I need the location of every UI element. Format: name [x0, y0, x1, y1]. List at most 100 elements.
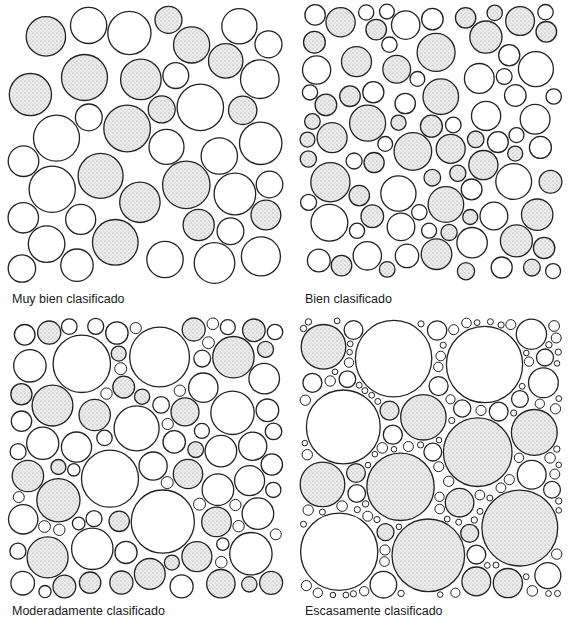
grain-circle: [302, 450, 312, 460]
grain-circle: [301, 581, 311, 591]
grain-circle: [220, 320, 235, 335]
grain-circle: [451, 588, 460, 597]
grain-circle: [423, 79, 459, 115]
grain-circle: [61, 432, 91, 462]
grain-circle: [332, 369, 338, 375]
grain-circle: [203, 337, 215, 349]
grain-circle: [434, 462, 444, 472]
grain-circle: [395, 244, 418, 267]
grain-circle: [78, 153, 123, 198]
grain-circle: [556, 396, 562, 402]
grain-circle: [554, 361, 560, 367]
grain-circle: [313, 588, 322, 597]
grain-circle: [434, 362, 443, 371]
grain-circle: [130, 323, 141, 334]
grain-circle: [360, 587, 369, 596]
grain-circle: [480, 202, 508, 230]
grain-circle: [115, 541, 137, 563]
grain-circle: [27, 427, 59, 459]
grain-circle: [418, 442, 424, 448]
grain-circle: [242, 498, 274, 530]
grain-circle: [173, 459, 202, 488]
grain-circle: [418, 321, 424, 327]
grain-circle: [446, 117, 462, 133]
grain-circle: [135, 389, 150, 404]
grain-circle: [383, 425, 402, 444]
grain-circle: [305, 319, 311, 325]
grain-circle: [377, 443, 388, 454]
grain-circle: [363, 511, 373, 521]
grain-circle: [556, 498, 562, 504]
grain-circle: [97, 430, 112, 445]
grain-circle: [421, 239, 452, 270]
grain-circle: [306, 390, 380, 464]
grain-circle: [174, 27, 210, 63]
grain-circle: [251, 200, 281, 230]
grain-circle: [461, 524, 479, 542]
grain-circle: [505, 85, 527, 107]
grain-circle: [307, 249, 330, 272]
grain-circle: [395, 93, 415, 113]
grain-circle: [367, 453, 434, 520]
grain-circle: [523, 574, 529, 580]
grain-circle: [457, 228, 487, 258]
grain-circle: [230, 533, 272, 575]
grain-circle: [491, 257, 512, 278]
grain-circle: [398, 590, 404, 596]
grain-circle: [441, 224, 457, 240]
grain-circle: [110, 571, 133, 594]
grain-circle: [177, 84, 223, 130]
grain-circle: [302, 85, 317, 100]
grain-circle: [489, 402, 508, 421]
grain-circle: [62, 55, 108, 101]
grain-circle: [377, 524, 394, 541]
grain-circle: [493, 562, 499, 568]
grain-circle: [536, 22, 557, 43]
grain-circle: [520, 104, 550, 134]
grain-circle: [120, 182, 160, 222]
grain-circle: [482, 490, 558, 566]
grain-circle: [325, 376, 335, 386]
grain-circle: [344, 321, 363, 340]
grain-circle: [53, 575, 76, 598]
grain-circle: [14, 325, 35, 346]
grain-circle: [315, 94, 337, 116]
grain-circle: [337, 501, 348, 512]
grain-circle: [436, 134, 465, 163]
grain-circle: [533, 237, 554, 258]
grain-circle: [349, 185, 369, 205]
grain-circle: [506, 320, 516, 330]
grain-circle: [472, 101, 501, 130]
grain-circle: [51, 460, 66, 475]
grain-circle: [194, 243, 235, 284]
grain-circle: [539, 170, 562, 193]
panel-label: Bien clasificado: [305, 292, 392, 306]
grain-circle: [396, 524, 402, 530]
grain-circle: [350, 591, 356, 597]
grain-circle: [496, 164, 532, 200]
grain-circle: [462, 567, 491, 596]
grain-circle: [301, 325, 346, 370]
grain-circle: [240, 60, 279, 99]
grain-circle: [148, 96, 175, 123]
grain-circle: [440, 342, 446, 348]
grain-circle: [249, 363, 280, 394]
grain-circle: [258, 341, 274, 357]
grain-circle: [11, 384, 32, 405]
grain-circle: [370, 571, 397, 598]
grain-circle: [202, 507, 232, 537]
grain-circle: [518, 52, 553, 87]
grain-circle: [9, 74, 51, 116]
grain-circle: [487, 495, 493, 501]
grain-circle: [537, 349, 554, 366]
grain-circle: [364, 153, 384, 173]
grain-circle: [463, 210, 478, 225]
grain-circle: [496, 69, 512, 85]
grain-circle: [552, 549, 562, 559]
grain-circle: [163, 161, 210, 208]
grain-circle: [54, 524, 65, 535]
grain-circle: [202, 474, 234, 506]
grain-circle: [474, 320, 480, 326]
grain-circle: [343, 592, 349, 598]
grain-circle: [504, 475, 514, 485]
